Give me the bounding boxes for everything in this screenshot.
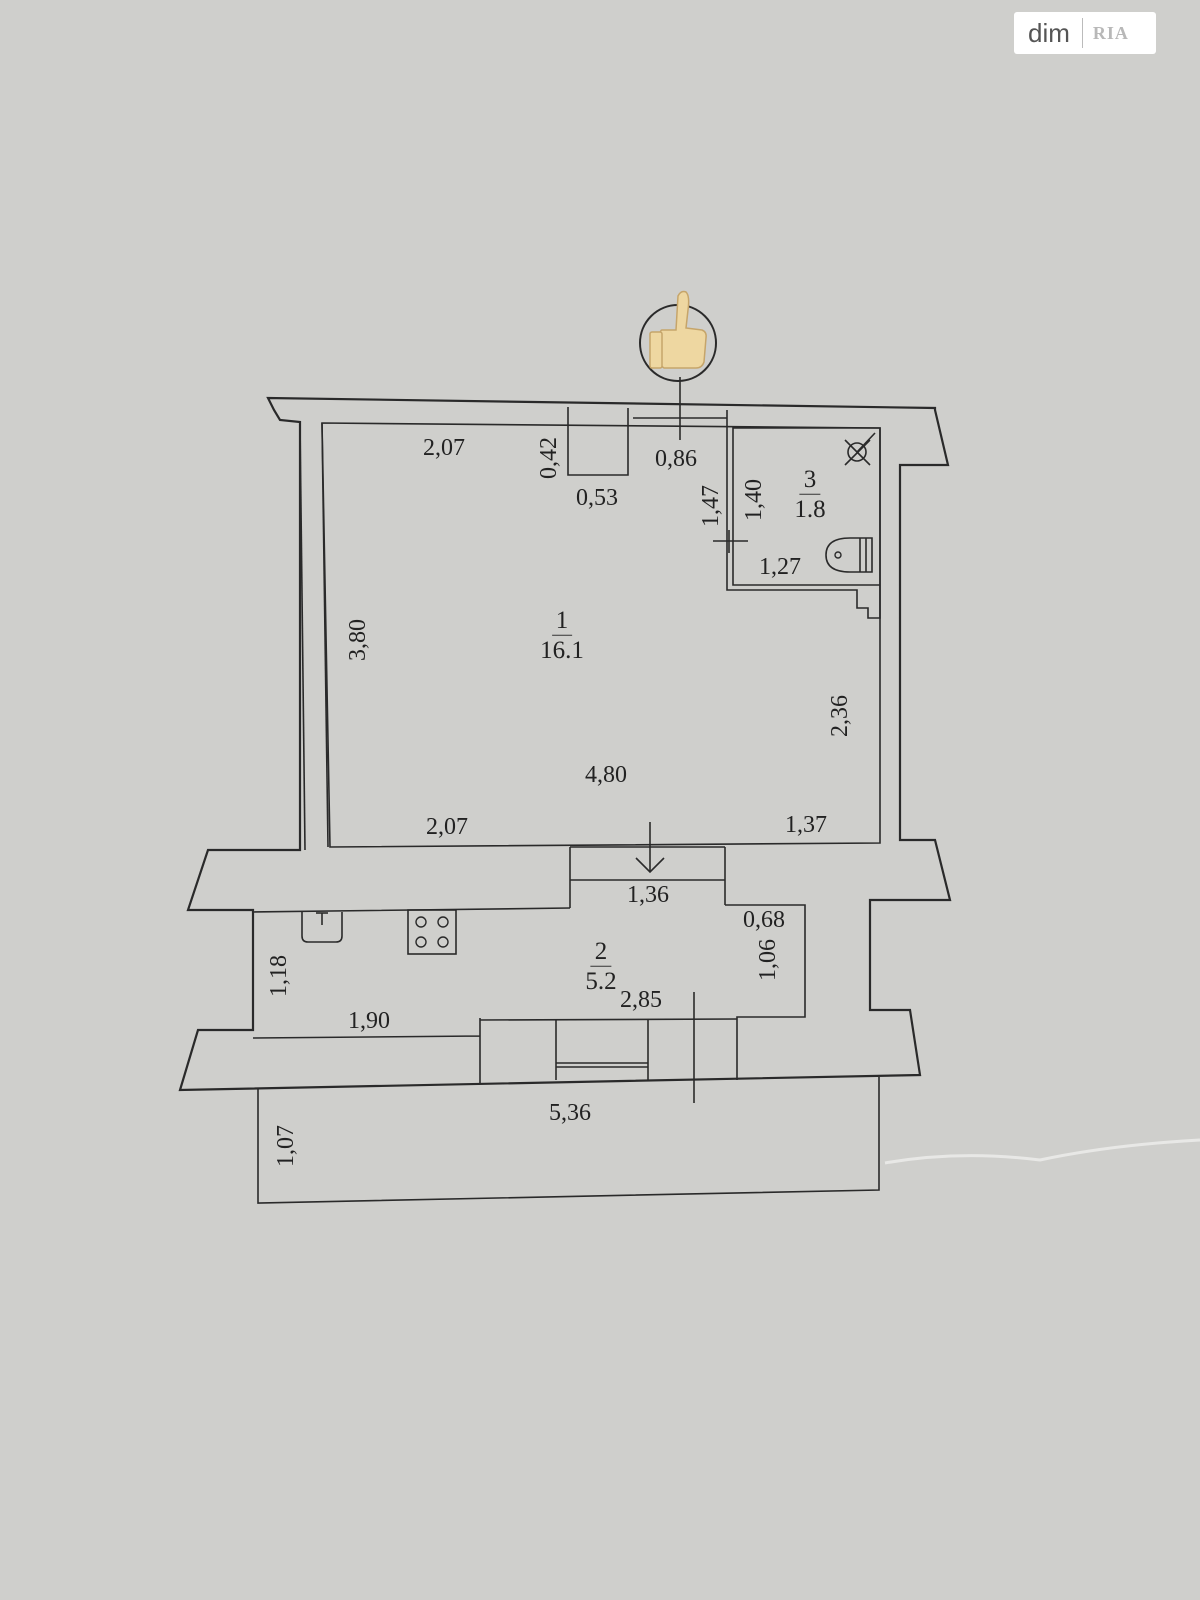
room-number: 1 — [551, 607, 573, 636]
room-2-outline — [252, 904, 806, 1083]
logo-dim-text: dim — [1028, 17, 1070, 48]
entry-arrow-head — [635, 857, 665, 874]
room-area: 16.1 — [540, 637, 584, 664]
shower-icon — [844, 432, 876, 466]
window-sill — [479, 1018, 738, 1021]
dimension-label: 3,80 — [345, 619, 371, 661]
dimension-label: 1,40 — [741, 479, 767, 521]
room-label-2: 2 5.2 — [585, 938, 617, 996]
dimension-label: 5,36 — [549, 1100, 591, 1126]
sink-icon — [301, 912, 343, 943]
dimension-label: 1,07 — [273, 1125, 299, 1167]
dimension-label: 0,53 — [576, 485, 618, 511]
paper-crease — [884, 1138, 1200, 1165]
left-wall-line — [299, 421, 306, 851]
room-1-outline — [321, 422, 881, 848]
left-wall-inner — [321, 422, 329, 848]
dimension-label: 0,86 — [655, 446, 697, 472]
dimension-label: 1,90 — [348, 1008, 390, 1034]
niche — [567, 407, 629, 476]
room-number: 3 — [799, 466, 821, 495]
dimension-label: 1,27 — [759, 554, 801, 580]
room-area: 1.8 — [794, 496, 826, 523]
logo-ria-text: RIA — [1092, 22, 1129, 43]
dimension-label: 2,36 — [827, 695, 853, 737]
room-label-3: 3 1.8 — [794, 466, 826, 524]
stove-icon — [407, 909, 457, 955]
dimension-label: 0,68 — [743, 907, 785, 933]
room-label-1: 1 16.1 — [540, 607, 584, 665]
dimension-label: 0,42 — [536, 437, 562, 479]
thumbs-up-icon — [639, 290, 717, 382]
top-wall — [178, 396, 952, 1092]
room-area: 5.2 — [585, 968, 617, 995]
room-number: 2 — [590, 938, 612, 967]
dimension-label: 1,18 — [266, 955, 292, 997]
dimension-label: 1,37 — [785, 812, 827, 838]
balcony-outline — [257, 1077, 880, 1204]
dimension-label: 2,07 — [426, 814, 468, 840]
dimension-label: 2,07 — [423, 435, 465, 461]
toilet-icon — [825, 537, 873, 573]
logo-separator — [1081, 18, 1083, 48]
dimension-label: 1,36 — [627, 882, 669, 908]
dimension-label: 1,06 — [755, 939, 781, 981]
dim-ria-logo: dim RIA — [1014, 12, 1156, 54]
dimension-label: 4,80 — [585, 762, 627, 788]
dimension-label: 1,47 — [698, 485, 724, 527]
dimension-label: 2,85 — [620, 987, 662, 1013]
bathroom-outline — [726, 410, 881, 619]
